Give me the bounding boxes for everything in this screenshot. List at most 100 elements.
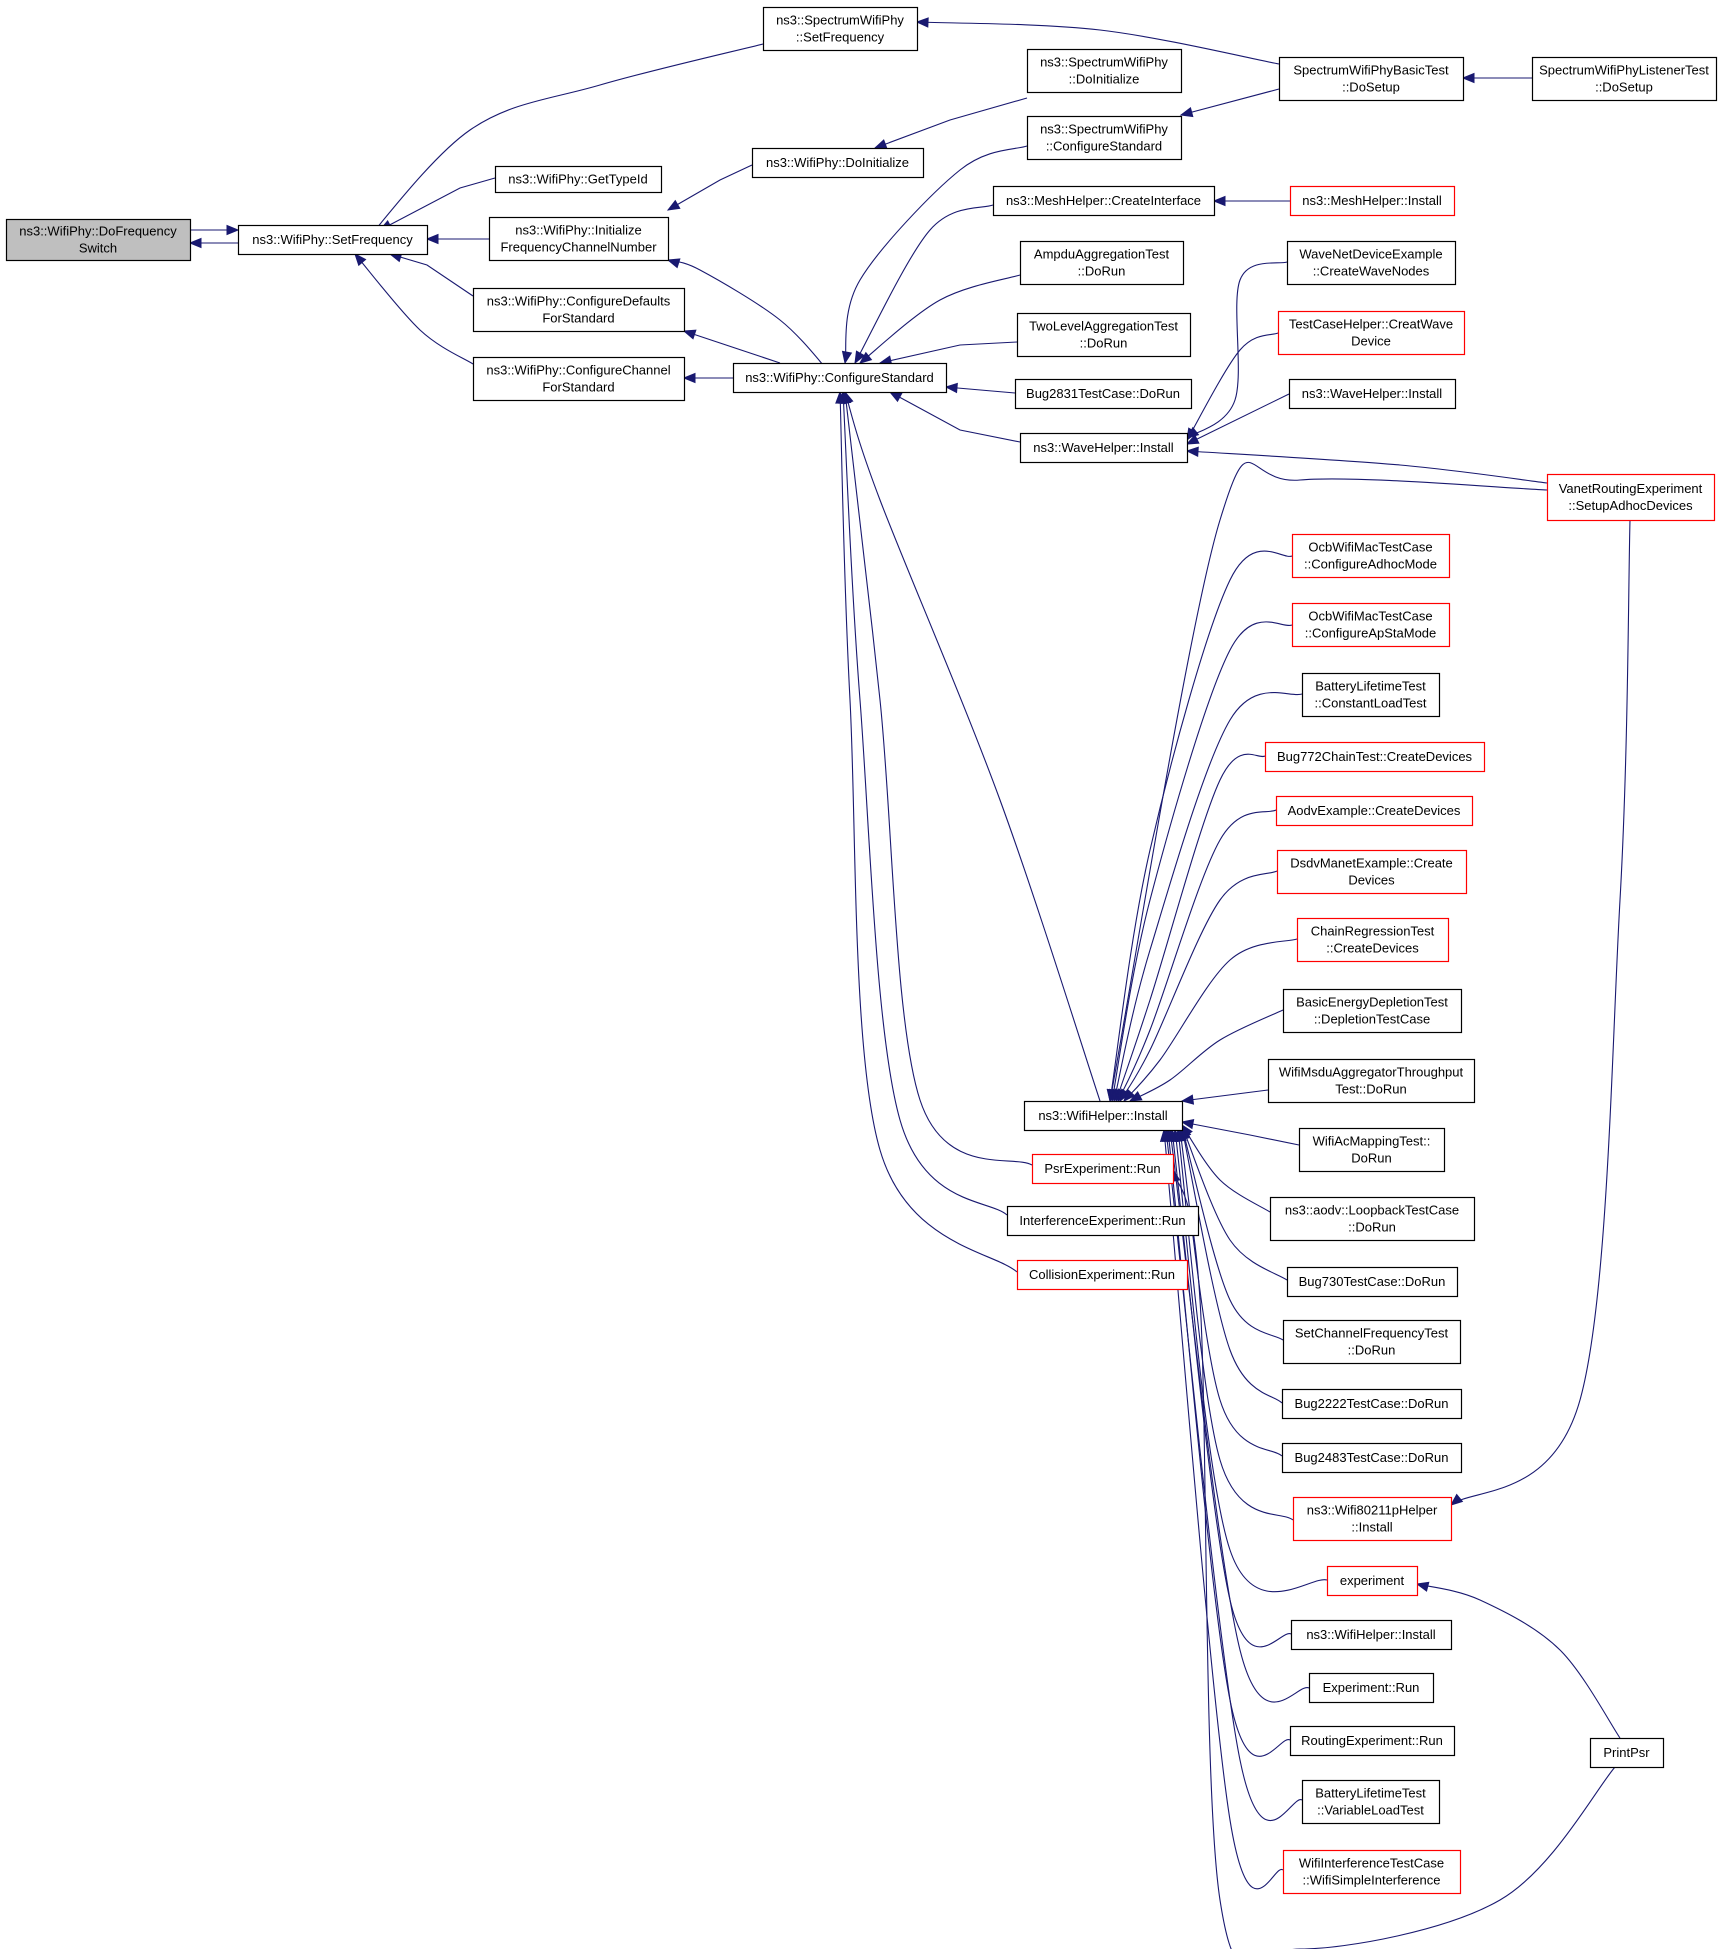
call-edge — [1181, 1125, 1288, 1281]
node-label: SpectrumWifiPhyBasicTest — [1293, 63, 1449, 78]
arrowhead-icon — [915, 17, 929, 28]
graph-node-wave-install[interactable]: ns3::WaveHelper::Install — [1019, 432, 1189, 464]
call-edge — [916, 21, 1280, 65]
node-box — [1282, 988, 1463, 1034]
graph-node-bug730[interactable]: Bug730TestCase::DoRun — [1286, 1266, 1459, 1298]
node-label: ns3::aodv::LoopbackTestCase — [1285, 1203, 1459, 1218]
call-edge — [844, 145, 1028, 364]
node-label: DsdvManetExample::Create — [1290, 856, 1453, 871]
graph-node-vanet[interactable]: VanetRoutingExperiment::SetupAdhocDevice… — [1546, 473, 1716, 522]
arrowhead-icon — [1179, 106, 1194, 118]
graph-node-ocb-apsta[interactable]: OcbWifiMacTestCase::ConfigureApStaMode — [1291, 602, 1451, 648]
node-box — [1326, 1565, 1419, 1597]
graph-node-wavenet[interactable]: WaveNetDeviceExample::CreateWaveNodes — [1286, 240, 1457, 286]
call-edge — [1165, 1129, 1303, 1821]
node-box — [1589, 1737, 1665, 1769]
graph-node-setchan[interactable]: SetChannelFrequencyTest::DoRun — [1282, 1319, 1462, 1365]
graph-node-collision[interactable]: CollisionExperiment::Run — [1016, 1259, 1189, 1291]
graph-node-wifi-install2[interactable]: ns3::WifiHelper::Install — [1290, 1619, 1453, 1651]
node-label: RoutingExperiment::Run — [1301, 1733, 1443, 1748]
node-label: ns3::WifiPhy::SetFrequency — [252, 232, 413, 247]
node-label: ns3::MeshHelper::CreateInterface — [1006, 193, 1201, 208]
graph-node-bug772[interactable]: Bug772ChainTest::CreateDevices — [1264, 741, 1486, 773]
graph-node-dsdv[interactable]: DsdvManetExample::CreateDevices — [1276, 849, 1468, 895]
node-label: ns3::SpectrumWifiPhy — [776, 13, 904, 28]
node-label: OcbWifiMacTestCase — [1308, 540, 1432, 555]
graph-node-cfgstd[interactable]: ns3::WifiPhy::ConfigureStandard — [732, 362, 948, 394]
node-label: WaveNetDeviceExample — [1299, 247, 1442, 262]
graph-node-spec-setfreq[interactable]: ns3::SpectrumWifiPhy::SetFrequency — [762, 6, 919, 52]
arrowhead-icon — [1449, 1493, 1464, 1506]
graph-node-setfreq[interactable]: ns3::WifiPhy::SetFrequency — [237, 224, 429, 256]
call-edge — [1181, 1089, 1269, 1102]
node-box — [494, 165, 663, 194]
graph-node-ampdu[interactable]: AmpduAggregationTest::DoRun — [1019, 240, 1185, 286]
node-label: experiment — [1340, 1573, 1405, 1588]
graph-node-batt-const[interactable]: BatteryLifetimeTest::ConstantLoadTest — [1301, 672, 1441, 718]
arrowhead-icon — [873, 139, 888, 149]
node-label: ::WifiSimpleInterference — [1303, 1873, 1441, 1888]
node-label: Test::DoRun — [1335, 1082, 1407, 1097]
graph-node-psr[interactable]: PsrExperiment::Run — [1031, 1153, 1175, 1185]
node-label: ChainRegressionTest — [1311, 924, 1435, 939]
graph-node-bug2222[interactable]: Bug2222TestCase::DoRun — [1281, 1388, 1463, 1420]
graph-node-exp-run[interactable]: Experiment::Run — [1308, 1672, 1435, 1704]
graph-node-bug2831[interactable]: Bug2831TestCase::DoRun — [1014, 378, 1193, 410]
graph-node-mesh-install[interactable]: ns3::MeshHelper::Install — [1289, 185, 1456, 217]
node-label: WifiMsduAggregatorThroughput — [1279, 1065, 1464, 1080]
node-box — [1281, 1442, 1463, 1474]
arrowhead-icon — [1185, 434, 1200, 445]
graph-node-doinit[interactable]: ns3::WifiPhy::DoInitialize — [751, 147, 925, 179]
node-label: Device — [1351, 334, 1391, 349]
node-label: Bug2483TestCase::DoRun — [1295, 1450, 1449, 1465]
graph-node-batt-var[interactable]: BatteryLifetimeTest::VariableLoadTest — [1301, 1779, 1441, 1825]
node-box — [1019, 240, 1185, 286]
node-label: ::DoRun — [1078, 264, 1126, 279]
call-edge — [667, 164, 753, 211]
call-edge — [1109, 550, 1293, 1102]
graph-node-printpsr[interactable]: PrintPsr — [1589, 1737, 1665, 1769]
node-label: AmpduAggregationTest — [1034, 247, 1170, 262]
graph-node-cfgchannel[interactable]: ns3::WifiPhy::ConfigureChannelForStandar… — [472, 356, 686, 402]
graph-node-basicenergy[interactable]: BasicEnergyDepletionTest::DepletionTestC… — [1282, 988, 1463, 1034]
graph-node-acmap[interactable]: WifiAcMappingTest::DoRun — [1298, 1127, 1446, 1173]
call-edge — [1117, 809, 1277, 1102]
graph-node-wifi80211p[interactable]: ns3::Wifi80211pHelper::Install — [1292, 1496, 1453, 1542]
graph-node-gettypeid[interactable]: ns3::WifiPhy::GetTypeId — [494, 165, 663, 194]
call-edge — [859, 274, 1021, 364]
node-box — [1291, 533, 1451, 579]
graph-node-spec-listener[interactable]: SpectrumWifiPhyListenerTest::DoSetup — [1531, 56, 1718, 102]
graph-node-twolevel[interactable]: TwoLevelAggregationTest::DoRun — [1016, 312, 1192, 358]
node-box — [1291, 602, 1451, 648]
graph-node-interf[interactable]: InterferenceExperiment::Run — [1006, 1205, 1200, 1237]
node-label: ::CreateDevices — [1326, 941, 1419, 956]
graph-node-aodv-loop[interactable]: ns3::aodv::LoopbackTestCase::DoRun — [1269, 1196, 1476, 1242]
graph-node-spec-basic[interactable]: SpectrumWifiPhyBasicTest::DoSetup — [1278, 56, 1465, 102]
arrowhead-icon — [425, 233, 439, 245]
graph-node-experiment[interactable]: experiment — [1326, 1565, 1419, 1597]
graph-node-chainreg[interactable]: ChainRegressionTest::CreateDevices — [1296, 917, 1450, 963]
call-edge — [667, 259, 831, 374]
node-box — [1031, 1153, 1175, 1185]
graph-node-wifi-install[interactable]: ns3::WifiHelper::Install — [1023, 1100, 1184, 1132]
node-box — [1278, 56, 1465, 102]
graph-node-ocb-adhoc[interactable]: OcbWifiMacTestCase::ConfigureAdhocMode — [1291, 533, 1451, 579]
graph-node-cfgdefaults[interactable]: ns3::WifiPhy::ConfigureDefaultsForStanda… — [472, 287, 686, 333]
graph-node-mesh-ci[interactable]: ns3::MeshHelper::CreateInterface — [992, 185, 1216, 217]
graph-node-aodv-ex[interactable]: AodvExample::CreateDevices — [1275, 795, 1474, 827]
graph-node-wave-install2[interactable]: ns3::WaveHelper::Install — [1288, 378, 1457, 410]
node-box — [1289, 1725, 1456, 1757]
graph-node-initfreq[interactable]: ns3::WifiPhy::InitializeFrequencyChannel… — [488, 216, 670, 262]
graph-node-wifi-interf[interactable]: WifiInterferenceTestCase::WifiSimpleInte… — [1282, 1849, 1462, 1895]
arrowhead-icon — [854, 350, 866, 365]
node-label: ::DepletionTestCase — [1314, 1012, 1430, 1027]
arrowhead-icon — [666, 258, 681, 269]
arrowhead-icon — [354, 252, 367, 267]
graph-node-bug2483[interactable]: Bug2483TestCase::DoRun — [1281, 1442, 1463, 1474]
arrowhead-icon — [1180, 1119, 1195, 1130]
graph-node-spec-doinit[interactable]: ns3::SpectrumWifiPhy::DoInitialize — [1026, 48, 1183, 94]
graph-node-routing-run[interactable]: RoutingExperiment::Run — [1289, 1725, 1456, 1757]
graph-node-spec-cfgstd[interactable]: ns3::SpectrumWifiPhy::ConfigureStandard — [1026, 115, 1183, 161]
